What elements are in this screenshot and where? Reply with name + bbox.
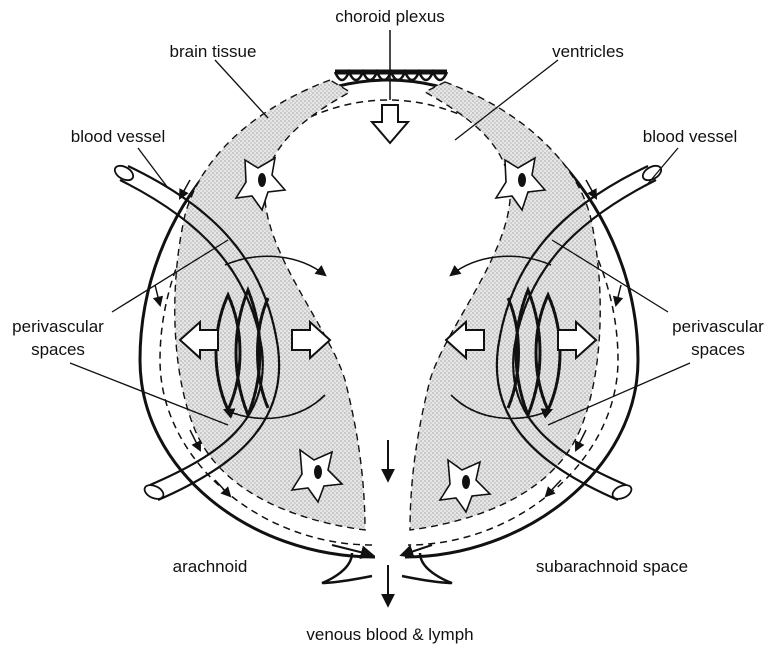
leader-blood-vessel-left [138,148,168,188]
label-blood-vessel-right: blood vessel [643,127,738,146]
sas-arrow-8 [546,480,561,496]
label-brain-tissue: brain tissue [170,42,257,61]
label-perivascular-left-1: perivascular [12,317,104,336]
label-perivascular-right-1: perivascular [672,317,764,336]
label-choroid-plexus: choroid plexus [335,7,445,26]
outflow-arrow-right [402,545,432,555]
brain-tissue-left [175,80,365,530]
label-subarachnoid-space: subarachnoid space [536,557,688,576]
leader-brain-tissue [215,60,268,118]
blood-vessel-left-end-top [112,163,135,183]
label-blood-vessel-left: blood vessel [71,127,166,146]
label-perivascular-left-2: spaces [31,340,85,359]
label-ventricles: ventricles [552,42,624,61]
sas-arrow-4 [215,480,230,496]
label-perivascular-right-2: spaces [691,340,745,359]
sas-arrow-2 [155,285,160,305]
sas-arrow-6 [616,285,621,305]
blood-vessel-right-end-top [640,163,663,183]
label-venous-outflow: venous blood & lymph [306,625,473,644]
label-arachnoid: arachnoid [173,557,248,576]
brain-tissue-right [410,82,600,530]
csf-production-arrow [372,105,408,143]
